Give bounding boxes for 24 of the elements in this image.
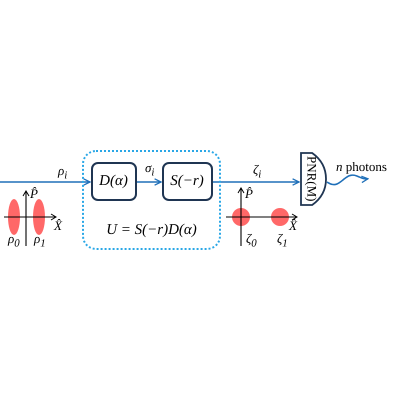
axis-label: ζ$_{1}$ <box>277 232 288 250</box>
axis-label: P̂ <box>30 187 38 200</box>
axis-label: P̂ <box>245 187 253 200</box>
operator-label: S(−r) <box>170 172 204 190</box>
edge-label: ρ$_{i}$ <box>57 164 68 182</box>
axis-label: ρ$_{0}$ <box>8 232 20 250</box>
dotted-group-box <box>82 150 221 250</box>
edge-label: σ$_{i}$ <box>144 161 156 178</box>
operator-box <box>90 162 136 200</box>
edge-label: n photons <box>335 160 388 173</box>
arrow <box>213 178 300 186</box>
operator-box <box>162 162 212 200</box>
axis-label: X̂ <box>54 219 62 232</box>
axis-label: ρ$_{1}$ <box>34 232 46 250</box>
detector-label: PNR(M) <box>304 156 320 202</box>
arrow <box>0 178 91 186</box>
wavy-arrow <box>326 174 369 186</box>
detector-box <box>300 152 327 206</box>
edge-label: ζ$_{i}$ <box>252 163 262 180</box>
equation-label: U = S(−r)D(α) <box>106 222 197 239</box>
axis-label: X̂ <box>289 219 297 232</box>
axis-label: ζ$_{0}$ <box>246 232 257 250</box>
arrow <box>137 178 162 186</box>
operator-label: D(α) <box>99 172 128 190</box>
